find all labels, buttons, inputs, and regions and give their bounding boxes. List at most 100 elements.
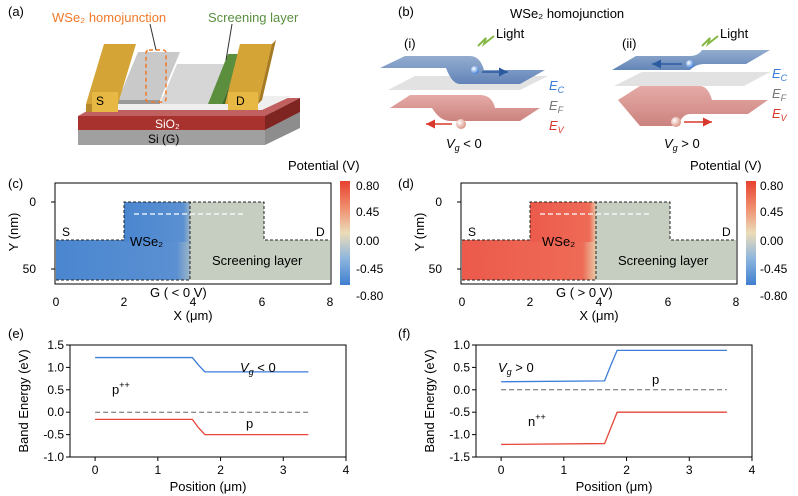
panel-e-conduction-band-line: [95, 356, 309, 373]
panel-b: (b) WSe₂ homojunction (i) (ii) Light EC …: [380, 4, 788, 153]
panel-d-wse2-lower: [462, 240, 596, 280]
panel-e-ytick-4: 1.0: [47, 360, 64, 374]
panel-e-frame: [69, 344, 347, 458]
ec-label-ii: EC: [772, 66, 788, 83]
panel-d-ytick-1: 50: [429, 262, 443, 276]
sub-i-label: (i): [404, 36, 416, 51]
valence-plane-ii: [618, 86, 768, 126]
panel-e-condition: Vg < 0: [240, 360, 276, 377]
panel-d-xtick-3: 6: [665, 295, 672, 309]
source-electrode-top: [86, 44, 136, 104]
panel-c-wse2-lower: [56, 240, 190, 280]
panel-c-xtick-3: 6: [259, 295, 266, 309]
panel-c-d: D: [316, 225, 325, 239]
panel-f-xtick-4: 4: [749, 463, 756, 477]
channel-left-front: [118, 100, 160, 104]
panel-c-screening-upper: [190, 202, 264, 242]
panel-c-gate: G ( < 0 V): [150, 285, 207, 300]
panel-c-outline: [56, 201, 330, 241]
panel-c-cbar-ticks: 0.80 0.45 0.00 -0.45 -0.80: [356, 179, 384, 303]
panel-c-cbar-tick-3: -0.45: [356, 262, 384, 276]
panel-e-left-region: p++: [112, 380, 130, 397]
panel-c-wse2-upper: [124, 202, 190, 242]
drain-label: D: [236, 94, 245, 108]
panel-a: (a) WSe₂ homojunction Screening layer S …: [8, 4, 300, 146]
panel-f-ytick-0: -1.5: [449, 450, 470, 464]
panel-b-title: WSe₂ homojunction: [510, 6, 624, 21]
panel-d-cbar-tick-0: 0.80: [760, 179, 784, 193]
panel-c-xlabel: X (μm): [173, 308, 212, 323]
panel-f-ytick-5: 1.0: [453, 338, 470, 352]
ef-label-ii: EF: [772, 86, 787, 103]
panel-d-screening: Screening layer: [618, 253, 709, 268]
panel-e-letter: (e): [8, 326, 24, 341]
panel-d-cbar-title: Potential (V): [690, 158, 762, 173]
panel-d-wse2-upper: [530, 202, 596, 242]
panel-f-frame: [475, 344, 753, 458]
panel-d-wse2: WSe₂: [542, 234, 575, 249]
panel-f-valence-band-line: [501, 411, 727, 446]
panel-e-xtick-3: 3: [280, 463, 287, 477]
panel-c-colorbar: [340, 181, 350, 285]
panel-e-ytick-1: -0.5: [43, 428, 64, 442]
panel-f-ytick-4: 0.5: [453, 360, 470, 374]
panel-c-cbar-tick-2: 0.00: [356, 234, 380, 248]
panel-d: (d) Potential (V) S D WSe₂ Screening lay…: [398, 158, 788, 323]
panel-c-xticks: 0 2 4 6 8: [53, 295, 334, 309]
panel-e-xtick-4: 4: [343, 463, 350, 477]
panel-d-cbar-tick-2: 0.00: [760, 234, 784, 248]
screening-layer-shape: [208, 54, 242, 104]
conduction-plane-i: [380, 56, 545, 84]
panel-d-xticks: 0 2 4 6 8: [459, 295, 740, 309]
drain-pad: [228, 92, 258, 110]
electron-i: [471, 66, 479, 74]
condition-ii: Vg > 0: [664, 136, 700, 153]
panel-e-ytick-2: 0.0: [47, 405, 64, 419]
panel-c-xtick-2: 4: [190, 295, 197, 309]
panel-d-divider: [462, 202, 597, 281]
panel-d-cbar-tick-4: -0.80: [760, 289, 788, 303]
screening-pointer: [225, 23, 233, 61]
panel-e-xlabel: Position (μm): [170, 479, 247, 494]
drain-electrode-top: [225, 44, 272, 104]
panel-c-ytick-0: 0: [29, 195, 36, 209]
panel-a-letter: (a): [8, 4, 24, 19]
panel-c-letter: (c): [8, 176, 23, 191]
panel-c-ytick-1: 50: [23, 262, 37, 276]
panel-f-xtick-2: 2: [623, 463, 630, 477]
panel-d-xtick-4: 8: [733, 295, 740, 309]
panel-d-cbar-ticks: 0.80 0.45 0.00 -0.45 -0.80: [760, 179, 788, 303]
panel-e-xtick-2: 2: [217, 463, 224, 477]
panel-e-ytick-0: -1.0: [43, 450, 64, 464]
panel-f-xlabel: Position (μm): [576, 479, 653, 494]
panel-c-screening: Screening layer: [212, 253, 303, 268]
panel-d-gate: G ( > 0 V): [556, 285, 613, 300]
panel-d-s: S: [468, 225, 476, 239]
panel-f-left-region: n++: [528, 412, 546, 429]
source-pad: [92, 92, 118, 112]
panel-e-right-region: p: [246, 416, 253, 431]
panel-f-conduction-band-line: [501, 349, 727, 383]
panel-c-xtick-4: 8: [327, 295, 334, 309]
panel-d-screening-upper: [596, 202, 670, 242]
ec-label-i: EC: [549, 78, 565, 95]
panel-b-letter: (b): [398, 4, 414, 19]
panel-e-xtick-1: 1: [154, 463, 161, 477]
panel-d-colorbar: [746, 181, 756, 285]
light-label-i: Light: [496, 26, 525, 41]
panel-d-ytick-0: 0: [435, 195, 442, 209]
hole-i: [456, 119, 466, 129]
panel-c-ylabel: Y (nm): [6, 213, 21, 252]
drain-electrode-side: [258, 40, 276, 104]
band-diagram-i: Light EC EF EV Vg < 0: [380, 26, 565, 153]
valence-plane-i: [390, 95, 540, 121]
panel-e-valence-band-line: [95, 418, 309, 436]
panel-f-ylabel: Band Energy (eV): [422, 349, 437, 452]
panel-f-right-region: p: [652, 372, 659, 387]
panel-f-ytick-2: -0.5: [449, 405, 470, 419]
si-gate-layer: [78, 130, 265, 145]
